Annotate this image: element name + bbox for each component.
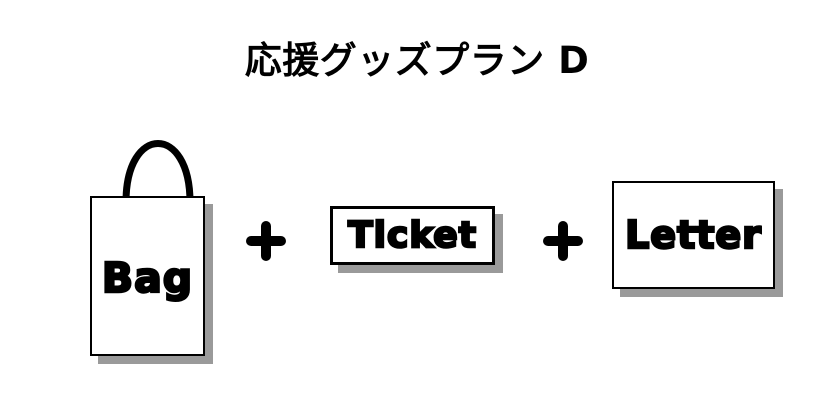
plus-icon: [543, 221, 583, 261]
ticket-card: [330, 206, 495, 265]
letter-label: Letter: [624, 212, 762, 259]
plus-icon: [246, 221, 286, 261]
bag-body: [90, 196, 205, 356]
bag-label: Bag: [101, 254, 194, 303]
ticket-label: Ticket: [347, 214, 477, 257]
page-title: 応援グッズプラン D: [244, 39, 590, 82]
bag-handle-icon: [122, 140, 194, 202]
letter-card: [612, 181, 775, 289]
